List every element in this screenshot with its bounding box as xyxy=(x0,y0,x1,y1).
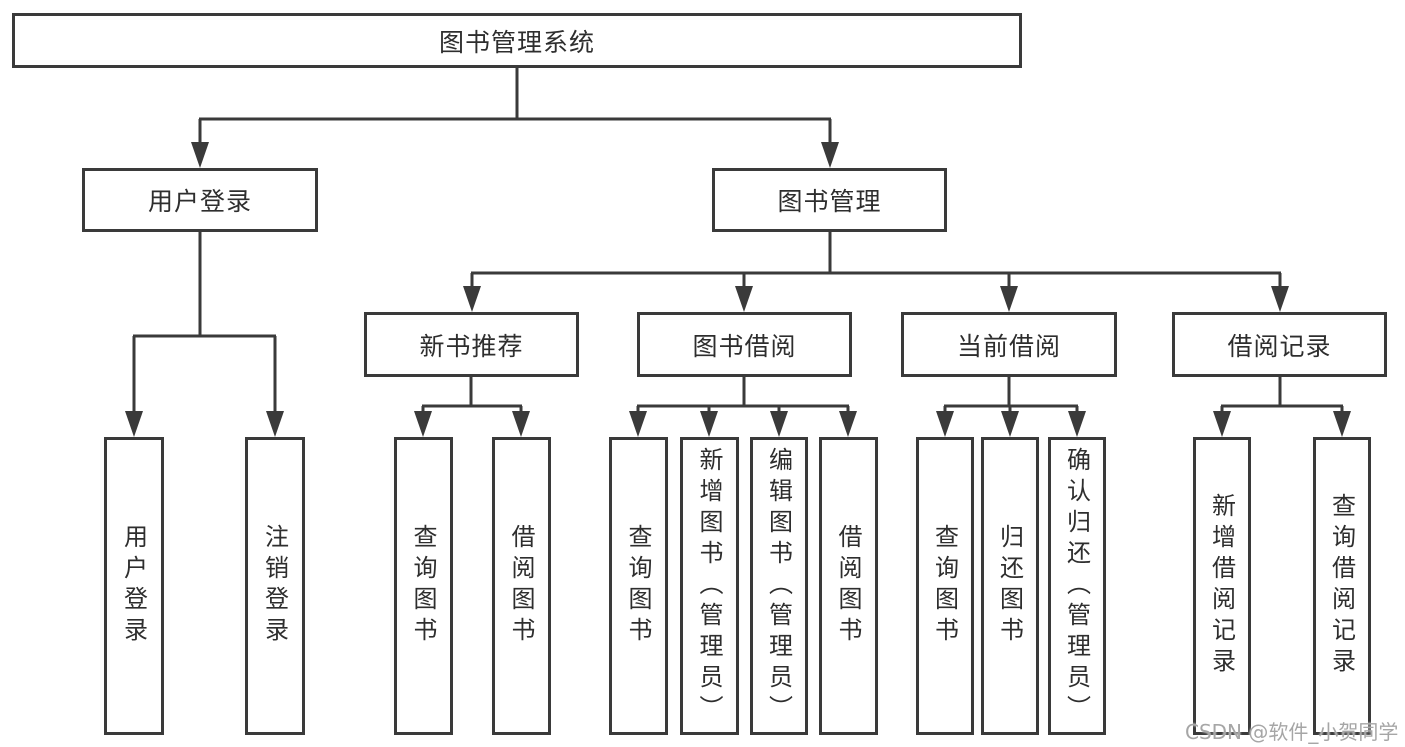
node-borrow-records-label: 借阅记录 xyxy=(1227,331,1332,361)
node-book-management: 图书管理 xyxy=(712,168,947,232)
leaf-query-books-current-label: 查询图书 xyxy=(930,524,959,648)
leaf-query-books-borrow: 查询图书 xyxy=(609,437,668,735)
leaf-add-books-admin: 新增图书（管理员） xyxy=(680,437,739,735)
leaf-add-borrow-record: 新增借阅记录 xyxy=(1193,437,1251,735)
leaf-confirm-return-admin-label: 确认归还（管理员） xyxy=(1062,446,1091,726)
leaf-query-books-recommend-label: 查询图书 xyxy=(409,524,437,648)
leaf-edit-books-admin: 编辑图书（管理员） xyxy=(750,437,808,735)
leaf-query-books-borrow-label: 查询图书 xyxy=(624,524,652,648)
node-book-management-label: 图书管理 xyxy=(777,187,882,216)
arrowheads-level2 xyxy=(191,142,839,168)
leaf-query-books-recommend: 查询图书 xyxy=(394,437,453,735)
leaf-edit-books-admin-label: 编辑图书（管理员） xyxy=(764,446,793,726)
node-user-login: 用户登录 xyxy=(82,168,318,232)
node-current-borrow-label: 当前借阅 xyxy=(956,331,1061,361)
leaf-add-borrow-record-label: 新增借阅记录 xyxy=(1207,493,1236,679)
node-new-book-recommend-label: 新书推荐 xyxy=(419,331,524,361)
node-system-root: 图书管理系统 xyxy=(12,13,1022,68)
connector-new-books xyxy=(421,377,523,413)
csdn-watermark: CSDN @软件_小贺同学 xyxy=(1185,720,1399,744)
arrowheads-borrow-records xyxy=(1213,411,1351,437)
leaf-return-books: 归还图书 xyxy=(981,437,1039,735)
connector-user-login xyxy=(132,232,277,413)
leaf-query-borrow-record: 查询借阅记录 xyxy=(1313,437,1371,735)
connector-book-mgmt xyxy=(470,232,1282,288)
leaf-add-books-admin-label: 新增图书（管理员） xyxy=(695,446,723,726)
leaf-user-login: 用户登录 xyxy=(104,437,164,735)
leaf-borrow-books-recommend: 借阅图书 xyxy=(492,437,551,735)
arrowheads-level3 xyxy=(463,286,1289,312)
leaf-query-borrow-record-label: 查询借阅记录 xyxy=(1327,493,1356,679)
node-borrow-records: 借阅记录 xyxy=(1172,312,1387,377)
node-system-root-label: 图书管理系统 xyxy=(438,27,595,57)
node-user-login-label: 用户登录 xyxy=(147,187,252,216)
leaf-return-books-label: 归还图书 xyxy=(995,524,1024,648)
arrowheads-book-borrow xyxy=(629,411,857,437)
node-current-borrow: 当前借阅 xyxy=(901,312,1117,377)
arrowheads-new-books xyxy=(414,411,530,437)
connector-book-borrow xyxy=(636,377,850,413)
leaf-logout: 注销登录 xyxy=(245,437,305,735)
node-book-borrow-label: 图书借阅 xyxy=(692,331,797,361)
leaf-borrow-books-recommend-label: 借阅图书 xyxy=(507,524,535,648)
leaf-borrow-books: 借阅图书 xyxy=(819,437,878,735)
connector-root xyxy=(198,68,832,144)
leaf-user-login-label: 用户登录 xyxy=(119,524,148,648)
node-book-borrow: 图书借阅 xyxy=(637,312,852,377)
leaf-logout-label: 注销登录 xyxy=(260,524,289,648)
connector-borrow-records xyxy=(1220,377,1344,413)
leaf-confirm-return-admin: 确认归还（管理员） xyxy=(1048,437,1106,735)
arrowheads-user-login xyxy=(125,411,284,437)
arrowheads-current-borrow xyxy=(936,411,1086,437)
node-new-book-recommend: 新书推荐 xyxy=(364,312,579,377)
leaf-query-books-current: 查询图书 xyxy=(916,437,974,735)
leaf-borrow-books-label: 借阅图书 xyxy=(834,524,862,648)
connector-current-borrow xyxy=(943,377,1079,413)
